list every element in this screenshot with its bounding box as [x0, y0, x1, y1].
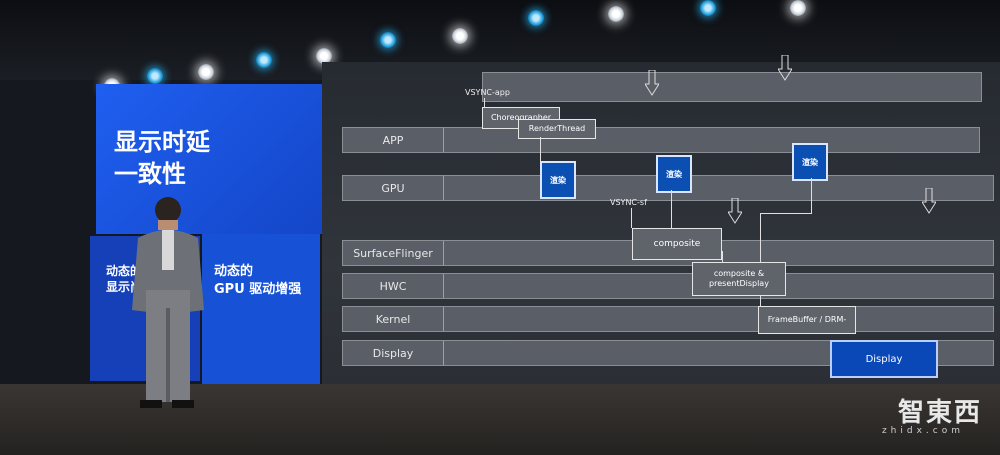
vsync-down-arrow-icon: [922, 188, 936, 214]
left-panel-line2: 显示尚: [106, 280, 143, 294]
stage-light: [198, 64, 214, 80]
stage-light: [147, 68, 163, 84]
row-kernel: Kernel: [342, 306, 994, 332]
watermark-logo: 智東西: [897, 398, 982, 428]
slide-title-line1: 显示时延: [114, 128, 210, 156]
row-app: APP: [342, 127, 980, 153]
gpu3-link-line: [811, 178, 812, 214]
right-panel-line1: 动态的: [214, 264, 254, 279]
row-hwc: HWC: [342, 273, 994, 299]
display-box: Display: [830, 340, 938, 378]
sf-link-line: [760, 213, 812, 214]
row-label-display: Display: [343, 341, 444, 365]
left-panel-line1: 动态的: [106, 264, 143, 278]
render-box-1: 渲染: [540, 161, 576, 199]
right-panel-line2: GPU 驱动增强: [214, 282, 302, 297]
vsync-down-arrow-icon: [645, 70, 659, 96]
vsync-down-arrow-icon: [728, 198, 742, 224]
stage-light: [700, 0, 716, 16]
composite-present-box: composite & presentDisplay: [692, 262, 786, 296]
slide-title-panel: 显示时延 一致性: [96, 84, 322, 234]
stage-light: [608, 6, 624, 22]
slide-right-panel: 动态的 GPU 驱动增强: [202, 234, 320, 384]
vsync-app-label: VSYNC-app: [465, 88, 510, 97]
vsync-app-arrow: [484, 98, 485, 108]
composite-present-line1: composite &: [713, 269, 765, 279]
composite-to-hwc-line: [722, 251, 723, 265]
vsync-down-arrow-icon: [778, 55, 792, 81]
row-label-hwc: HWC: [343, 274, 444, 298]
row-label-kernel: Kernel: [343, 307, 444, 331]
composite-present-line2: presentDisplay: [709, 279, 769, 288]
framebuffer-box: FrameBuffer / DRM-: [758, 306, 856, 334]
row-label-gpu: GPU: [343, 176, 444, 200]
render-box-3: 渲染: [792, 143, 828, 181]
vsync-sf-arrow: [631, 208, 632, 228]
composite-box: composite: [632, 228, 722, 260]
vsync-sf-label: VSYNC-sf: [610, 198, 647, 207]
row-label-surfaceflinger: SurfaceFlinger: [343, 241, 444, 265]
stage-light: [528, 10, 544, 26]
watermark-sub: zhidx.com: [881, 426, 964, 436]
stage-light: [316, 48, 332, 64]
render-box-2: 渲染: [656, 155, 692, 193]
stage-light: [452, 28, 468, 44]
slide-title-line2: 一致性: [114, 160, 186, 188]
row-label-app: APP: [343, 128, 444, 152]
renderthread-arrow: [540, 137, 541, 161]
vsync-timeline: [482, 72, 982, 102]
gpu-to-composite-line: [671, 190, 672, 230]
stage-light: [380, 32, 396, 48]
stage-light: [790, 0, 806, 16]
renderthread-box: RenderThread: [518, 119, 596, 139]
speaker-person: [132, 197, 204, 408]
stage-light: [256, 52, 272, 68]
